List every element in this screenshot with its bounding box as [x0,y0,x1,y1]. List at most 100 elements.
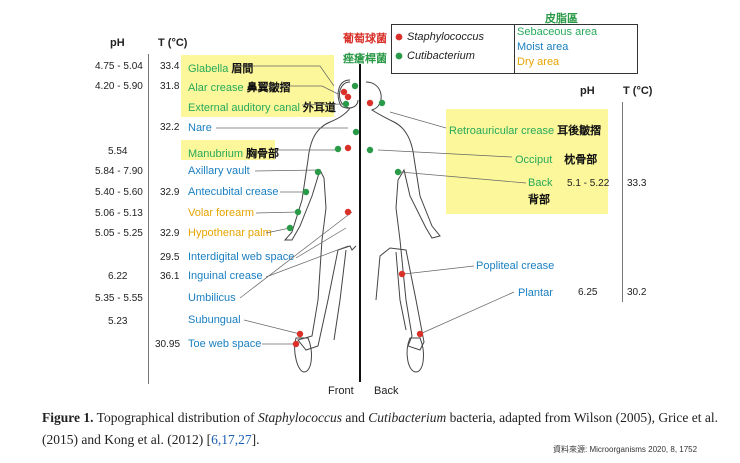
staph-dot [416,330,424,338]
pointer-line [243,319,301,335]
pointer-line [239,211,353,299]
ph-value: 5.35 - 5.55 [95,293,143,304]
pointer-line [399,171,527,184]
cuti-dot [294,208,302,216]
ph-value: 5.05 - 5.25 [95,228,143,239]
site-hypothenar-palm: Hypothenar palm [188,227,272,239]
highlight-manubrium [181,140,275,160]
caption-text: Topographical distribution of [96,410,255,425]
caption-cuti: Cutibacterium [368,410,447,425]
staph-legend-dot [395,33,403,41]
staph-dot [344,208,352,216]
site-subungual: Subungual [188,314,241,326]
temp-value: 32.2 [160,122,180,133]
cuti-dot [314,168,322,176]
pointer-line [389,111,447,129]
right-ph-header: pH [580,85,595,97]
pointer-line [295,227,347,259]
legend-box [391,24,516,74]
ph-value: 4.75 - 5.04 [95,61,143,72]
caption-and: and [345,410,365,425]
cuti-dot [286,224,294,232]
cuti-legend-dot [395,52,403,60]
caption-staph: Staphylococcus [258,410,343,425]
cuti-dot [351,82,359,90]
back-foot [406,337,424,373]
temp-value: 33.4 [160,61,180,72]
staph-dot [344,144,352,152]
staph-dot [344,93,352,101]
pointer-line [254,169,319,172]
pointer-line [235,65,335,87]
staph-legend-label: Staphylococcus [407,31,485,43]
staph-dot [292,340,300,348]
site-axillary-vault: Axillary vault [188,165,250,177]
cuti-dot [378,99,386,107]
staph-dot [366,99,374,107]
staph-dot [296,330,304,338]
back-body-outline [365,81,441,351]
cuti-dot [334,145,342,153]
caption-refs[interactable]: 6,17,27 [211,432,252,447]
site-antecubital-crease: Antecubital crease [188,186,279,198]
back-temp-value: 33.3 [627,178,647,189]
cuti-dot [342,100,350,108]
left-divider [148,54,149,384]
temp-value: 29.5 [160,252,180,263]
pointer-line [301,103,345,106]
site-popliteal-crease: Popliteal crease [476,260,555,272]
ph-value: 5.23 [108,316,128,327]
site-back-zh: 背部 [528,194,550,206]
pointer-line [403,265,475,275]
right-divider [622,102,623,302]
site-nare: Nare [188,122,212,134]
front-body-outline [283,81,357,351]
cuti-dot [352,128,360,136]
skin-legend-box [514,24,638,74]
caption-text-c: ]. [251,432,260,447]
highlight-back-group [446,109,608,214]
temp-value: 36.1 [160,271,180,282]
temp-value: 32.9 [160,187,180,198]
site-inguinal-crease: Inguinal crease [188,270,263,282]
left-ph-header: pH [110,37,125,49]
skin-legend-title: 皮脂區 [545,13,578,25]
site-plantar: Plantar [518,287,553,299]
site-umbilicus: Umbilicus [188,292,236,304]
site-interdigital-web-space: Interdigital web space [188,251,295,263]
cuti-dot [302,188,310,196]
site-toe-web-space: Toe web space [188,338,262,350]
ph-value: 5.84 - 7.90 [95,166,143,177]
back-ph-value: 5.1 - 5.22 [567,178,610,189]
plantar-ph-value: 6.25 [578,287,598,298]
cuti-dot [394,168,402,176]
back-leg-lower [395,251,407,331]
caption-text-b: bacteria, adapted from Wilson (2005), Gr… [42,410,719,447]
temp-value: 30.95 [155,339,181,350]
legend-sebaceous: Sebaceous area [517,26,598,38]
pointer-line [419,291,515,335]
legend-moist: Moist area [517,41,569,53]
plantar-temp-value: 30.2 [627,287,647,298]
site-back: Back [528,177,553,189]
ph-value: 4.20 - 5.90 [95,81,143,92]
source-note: 資料來源: Microorganisms 2020, 8, 1752 [553,445,698,454]
right-temp-header: T (°C) [623,85,653,97]
staph-dot [340,88,348,96]
front-label: Front [328,385,354,397]
staph-dot [398,270,406,278]
ph-value: 5.54 [108,146,128,157]
pointer-line [255,211,299,214]
back-label: Back [374,385,399,397]
pointer-line [377,149,513,158]
site-volar-forearm: Volar forearm [188,207,255,219]
staph-zh-label: 葡萄球菌 [343,33,387,45]
figure-label: Figure 1. [42,410,94,425]
left-temp-header: T (°C) [158,37,188,49]
